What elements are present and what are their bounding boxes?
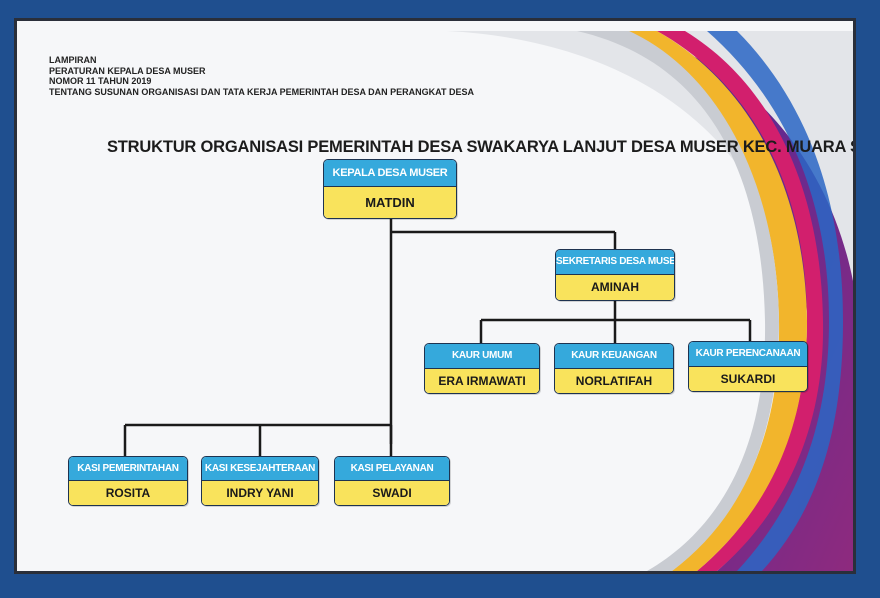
node-name-label: ERA IRMAWATI <box>425 369 539 393</box>
connector-lines <box>123 219 752 457</box>
node-name-label: NORLATIFAH <box>555 369 673 393</box>
node-role-label: KASI KESEJAHTERAAN <box>202 457 318 481</box>
node-name-label: MATDIN <box>324 187 456 218</box>
node-role-label: KASI PEMERINTAHAN <box>69 457 187 481</box>
node-kasi-pelayanan: KASI PELAYANAN SWADI <box>334 456 450 506</box>
node-role-label: SEKRETARIS DESA MUSER <box>556 250 674 275</box>
header-line-nomor: NOMOR 11 TAHUN 2019 <box>49 76 152 86</box>
org-chart-board: LAMPIRAN PERATURAN KEPALA DESA MUSER NOM… <box>14 18 856 574</box>
node-name-label: SUKARDI <box>689 367 807 391</box>
node-kaur-perencanaan: KAUR PERENCANAAN SUKARDI <box>688 341 808 392</box>
node-role-label: KEPALA DESA MUSER <box>324 160 456 187</box>
decorative-swoosh-background <box>447 31 853 571</box>
node-name-label: AMINAH <box>556 275 674 300</box>
node-name-label: INDRY YANI <box>202 481 318 505</box>
header-line-lampiran: LAMPIRAN <box>49 55 97 65</box>
node-sekretaris-desa: SEKRETARIS DESA MUSER AMINAH <box>555 249 675 301</box>
node-name-label: ROSITA <box>69 481 187 505</box>
header-line-tentang: TENTANG SUSUNAN ORGANISASI DAN TATA KERJ… <box>49 86 475 97</box>
node-role-label: KAUR UMUM <box>425 344 539 369</box>
header-line-peraturan: PERATURAN KEPALA DESA MUSER <box>49 65 206 76</box>
chart-title: STRUKTUR ORGANISASI PEMERINTAH DESA SWAK… <box>107 138 856 156</box>
node-kepala-desa: KEPALA DESA MUSER MATDIN <box>323 159 457 219</box>
node-kaur-keuangan: KAUR KEUANGAN NORLATIFAH <box>554 343 674 394</box>
node-role-label: KAUR PERENCANAAN <box>689 342 807 367</box>
node-name-label: SWADI <box>335 481 449 505</box>
node-kasi-pemerintahan: KASI PEMERINTAHAN ROSITA <box>68 456 188 506</box>
node-kasi-kesejahteraan: KASI KESEJAHTERAAN INDRY YANI <box>201 456 319 506</box>
document-header: LAMPIRAN PERATURAN KEPALA DESA MUSER NOM… <box>49 55 474 97</box>
node-role-label: KASI PELAYANAN <box>335 457 449 481</box>
node-role-label: KAUR KEUANGAN <box>555 344 673 369</box>
node-kaur-umum: KAUR UMUM ERA IRMAWATI <box>424 343 540 394</box>
